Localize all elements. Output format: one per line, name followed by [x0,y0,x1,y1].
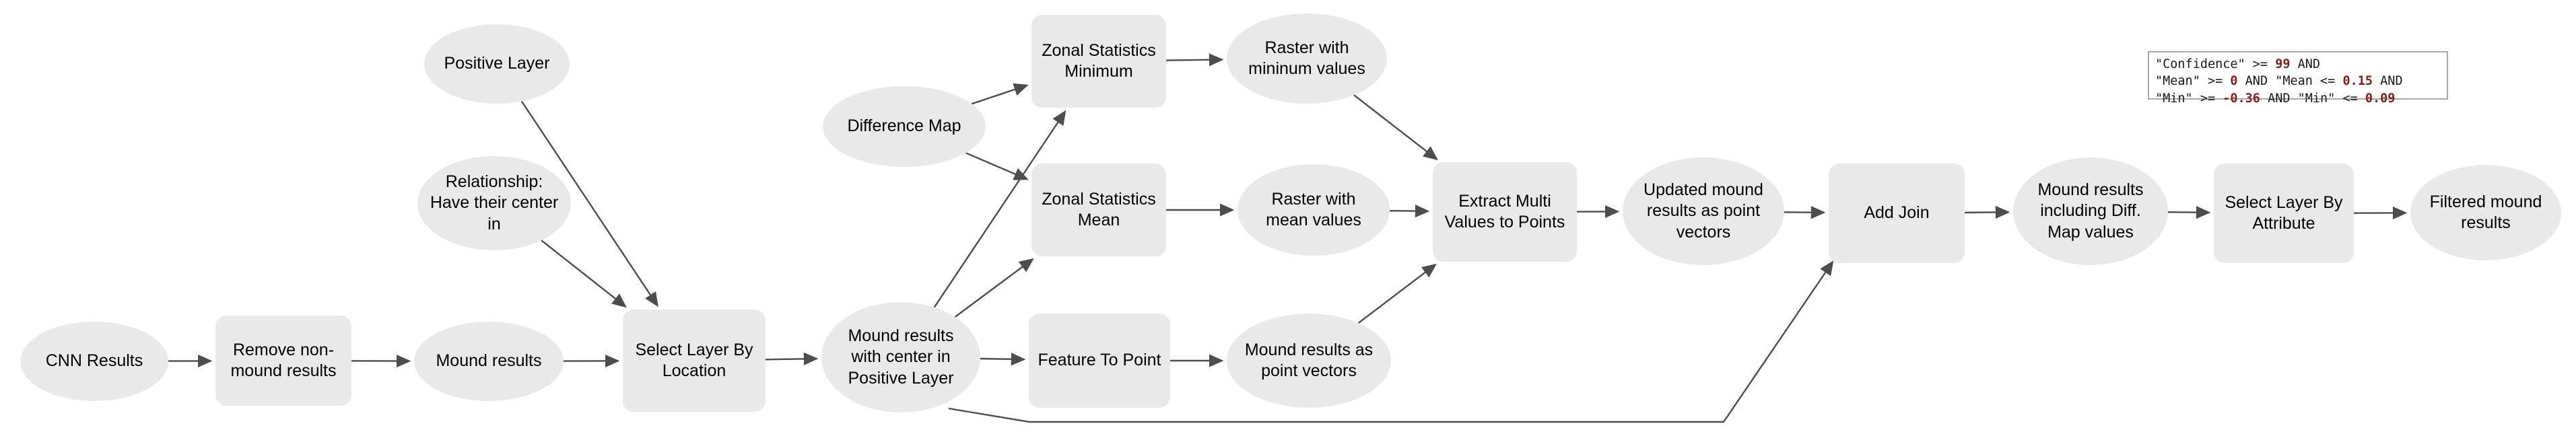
expression-text: "Min" >= [2155,91,2223,106]
node-label: Relationship: Have their center in [430,172,559,233]
node-filtered_mound[interactable]: Filtered mound results [2410,165,2561,260]
edge-relationship-to-select_layer_location [541,240,627,308]
node-label: Add Join [1864,203,1930,223]
expression-line-1: "Confidence" >= 99 AND [2155,56,2441,73]
expression-number: 0.15 [2342,74,2373,89]
edge-difference_map-to-zonal_min [971,83,1029,105]
node-difference_map[interactable]: Difference Map [823,86,986,167]
node-label: Select Layer By Attribute [2225,192,2343,233]
node-relationship[interactable]: Relationship: Have their center in [417,156,571,250]
node-select_layer_attribute[interactable]: Select Layer By Attribute [2214,164,2354,263]
node-remove_non_mound[interactable]: Remove non- mound results [215,316,351,406]
node-label: Raster with mean values [1266,189,1361,230]
expression-line-3: "Min" >= -0.36 AND "Min" <= 0.09 [2155,90,2441,107]
expression-number: -0.36 [2223,91,2260,106]
edge-zonal_min-to-raster_min [1165,53,1224,67]
edge-mound_point_vectors-to-extract_multi_values [1357,263,1437,324]
node-label: Zonal Statistics Minimum [1042,40,1156,81]
node-mound_center_positive[interactable]: Mound results with center in Positive La… [821,302,980,412]
node-label: Mound results as point vectors [1244,340,1374,381]
node-label: Difference Map [847,116,961,136]
node-add_join[interactable]: Add Join [1829,164,1965,263]
node-raster_min[interactable]: Raster with mininum values [1227,13,1387,104]
node-label: Positive Layer [444,54,550,73]
node-label: Extract Multi Values to Points [1444,191,1565,232]
node-label: Filtered mound results [2429,192,2542,233]
node-cnn_results[interactable]: CNN Results [20,322,168,401]
node-select_layer_location[interactable]: Select Layer By Location [623,310,766,412]
edge-mound_with_diff-to-select_layer_attribute [2167,206,2211,219]
expression-text: AND "Mean <= [2237,74,2343,89]
node-mound_results[interactable]: Mound results [414,322,564,401]
expression-text: AND "Min" <= [2260,91,2365,106]
expression-text: "Mean" >= [2155,74,2231,89]
node-mound_with_diff[interactable]: Mound results including Diff. Map values [2013,157,2168,265]
expression-text: "Confidence" >= [2155,57,2276,71]
node-positive_layer[interactable]: Positive Layer [424,24,570,104]
edge-difference_map-to-zonal_mean [965,152,1029,180]
node-label: Zonal Statistics Mean [1042,189,1156,230]
node-extract_multi_values[interactable]: Extract Multi Values to Points [1433,162,1577,262]
node-label: Updated mound results as point vectors [1643,180,1763,242]
edge-add_join-to-mound_with_diff [1964,205,2010,219]
node-label: CNN Results [45,351,143,371]
node-updated_mound_points[interactable]: Updated mound results as point vectors [1623,157,1784,265]
node-label: Feature To Point [1038,351,1161,370]
edge-raster_min-to-extract_multi_values [1353,94,1438,161]
expression-line-2: "Mean" >= 0 AND "Mean <= 0.15 AND [2155,73,2441,89]
node-zonal_mean[interactable]: Zonal Statistics Mean [1031,164,1166,256]
node-feature_to_point[interactable]: Feature To Point [1029,314,1170,408]
node-zonal_min[interactable]: Zonal Statistics Minimum [1031,15,1166,108]
expression-number: 99 [2275,57,2291,71]
node-label: Select Layer By Location [635,340,753,381]
node-raster_mean[interactable]: Raster with mean values [1238,164,1390,256]
node-label: Remove non- mound results [230,340,337,381]
node-label: Mound results with center in Positive La… [848,326,954,388]
expression-text: AND [2373,74,2403,89]
node-label: Mound results [436,351,542,371]
node-label: Mound results including Diff. Map values [2037,180,2144,242]
expression-number: 0 [2230,74,2238,89]
expression-number: 0.09 [2365,91,2396,106]
edge-updated_mound_points-to-add_join [1784,206,1826,219]
edge-mound_center_positive-to-zonal_mean [954,258,1034,318]
node-label: Raster with mininum values [1248,38,1365,79]
node-mound_point_vectors[interactable]: Mound results as point vectors [1227,314,1391,408]
expression-text: AND [2290,57,2321,71]
attribute-query-expression-box: "Confidence" >= 99 AND"Mean" >= 0 AND "M… [2148,51,2448,106]
